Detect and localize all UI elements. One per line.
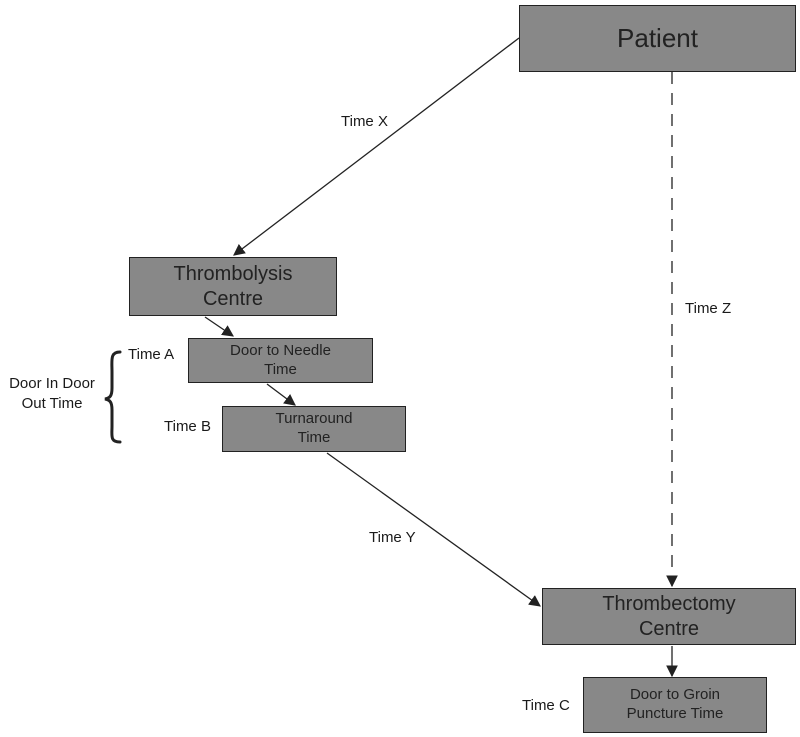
door-to-needle-box: Door to Needle Time <box>188 338 373 383</box>
time-z-label: Time Z <box>685 300 732 317</box>
thrombectomy-centre-box: Thrombectomy Centre <box>542 588 796 645</box>
time-c-label: Time C <box>522 697 570 714</box>
patient-label: Patient <box>617 23 698 54</box>
door-to-groin-box: Door to Groin Puncture Time <box>583 677 767 733</box>
patient-box: Patient <box>519 5 796 72</box>
edge-turnaround-to-thrombectomy <box>326 452 541 607</box>
turnaround-box: Turnaround Time <box>222 406 406 452</box>
door-to-needle-label: Door to Needle Time <box>230 341 331 378</box>
time-a-label: Time A <box>128 346 175 363</box>
turnaround-label: Turnaround Time <box>275 410 353 446</box>
thrombectomy-centre-label: Thrombectomy Centre <box>602 592 736 640</box>
door-in-door-out-label: Door In Door Out Time <box>9 375 95 413</box>
time-x-label: Time X <box>341 113 388 130</box>
time-b-label: Time B <box>164 418 211 435</box>
edge-patient-to-thrombolysis <box>233 37 520 256</box>
edge-thrombolysis-to-dtn <box>204 316 234 337</box>
edge-dtn-to-turnaround <box>266 383 296 406</box>
time-y-label: Time Y <box>369 529 416 546</box>
thrombolysis-centre-label: Thrombolysis Centre <box>173 262 293 310</box>
curly-brace <box>104 350 122 444</box>
thrombolysis-centre-box: Thrombolysis Centre <box>129 257 337 316</box>
door-to-groin-label: Door to Groin Puncture Time <box>626 686 724 722</box>
